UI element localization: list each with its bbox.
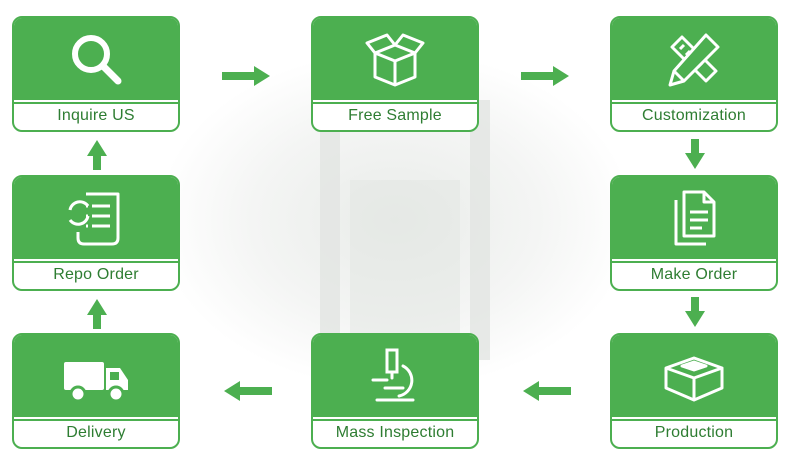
microscope-icon bbox=[363, 344, 427, 413]
arrow-down-icon bbox=[685, 297, 705, 327]
documents-icon bbox=[662, 186, 726, 255]
reorder-document-icon bbox=[64, 186, 128, 255]
arrow-up-icon bbox=[87, 140, 107, 170]
step-label: Free Sample bbox=[313, 100, 477, 130]
magnifier-icon bbox=[64, 27, 128, 96]
step-label: Customization bbox=[612, 100, 776, 130]
step-label: Inquire US bbox=[14, 100, 178, 130]
open-box-icon bbox=[363, 27, 427, 96]
package-tray-icon bbox=[658, 344, 730, 413]
step-production: Production bbox=[610, 333, 778, 449]
step-label: Production bbox=[612, 417, 776, 447]
step-label: Repo Order bbox=[14, 259, 178, 289]
pencil-ruler-icon bbox=[662, 27, 726, 96]
step-label: Make Order bbox=[612, 259, 776, 289]
arrow-down-icon bbox=[685, 139, 705, 169]
step-label: Delivery bbox=[14, 417, 178, 447]
truck-icon bbox=[60, 344, 132, 413]
arrow-left-icon bbox=[224, 381, 272, 401]
arrow-up-icon bbox=[87, 299, 107, 329]
arrow-left-icon bbox=[523, 381, 571, 401]
step-inquire-us: Inquire US bbox=[12, 16, 180, 132]
arrow-right-icon bbox=[222, 66, 270, 86]
step-free-sample: Free Sample bbox=[311, 16, 479, 132]
step-customization: Customization bbox=[610, 16, 778, 132]
step-repo-order: Repo Order bbox=[12, 175, 180, 291]
step-delivery: Delivery bbox=[12, 333, 180, 449]
step-label: Mass Inspection bbox=[313, 417, 477, 447]
step-mass-inspection: Mass Inspection bbox=[311, 333, 479, 449]
arrow-right-icon bbox=[521, 66, 569, 86]
step-make-order: Make Order bbox=[610, 175, 778, 291]
